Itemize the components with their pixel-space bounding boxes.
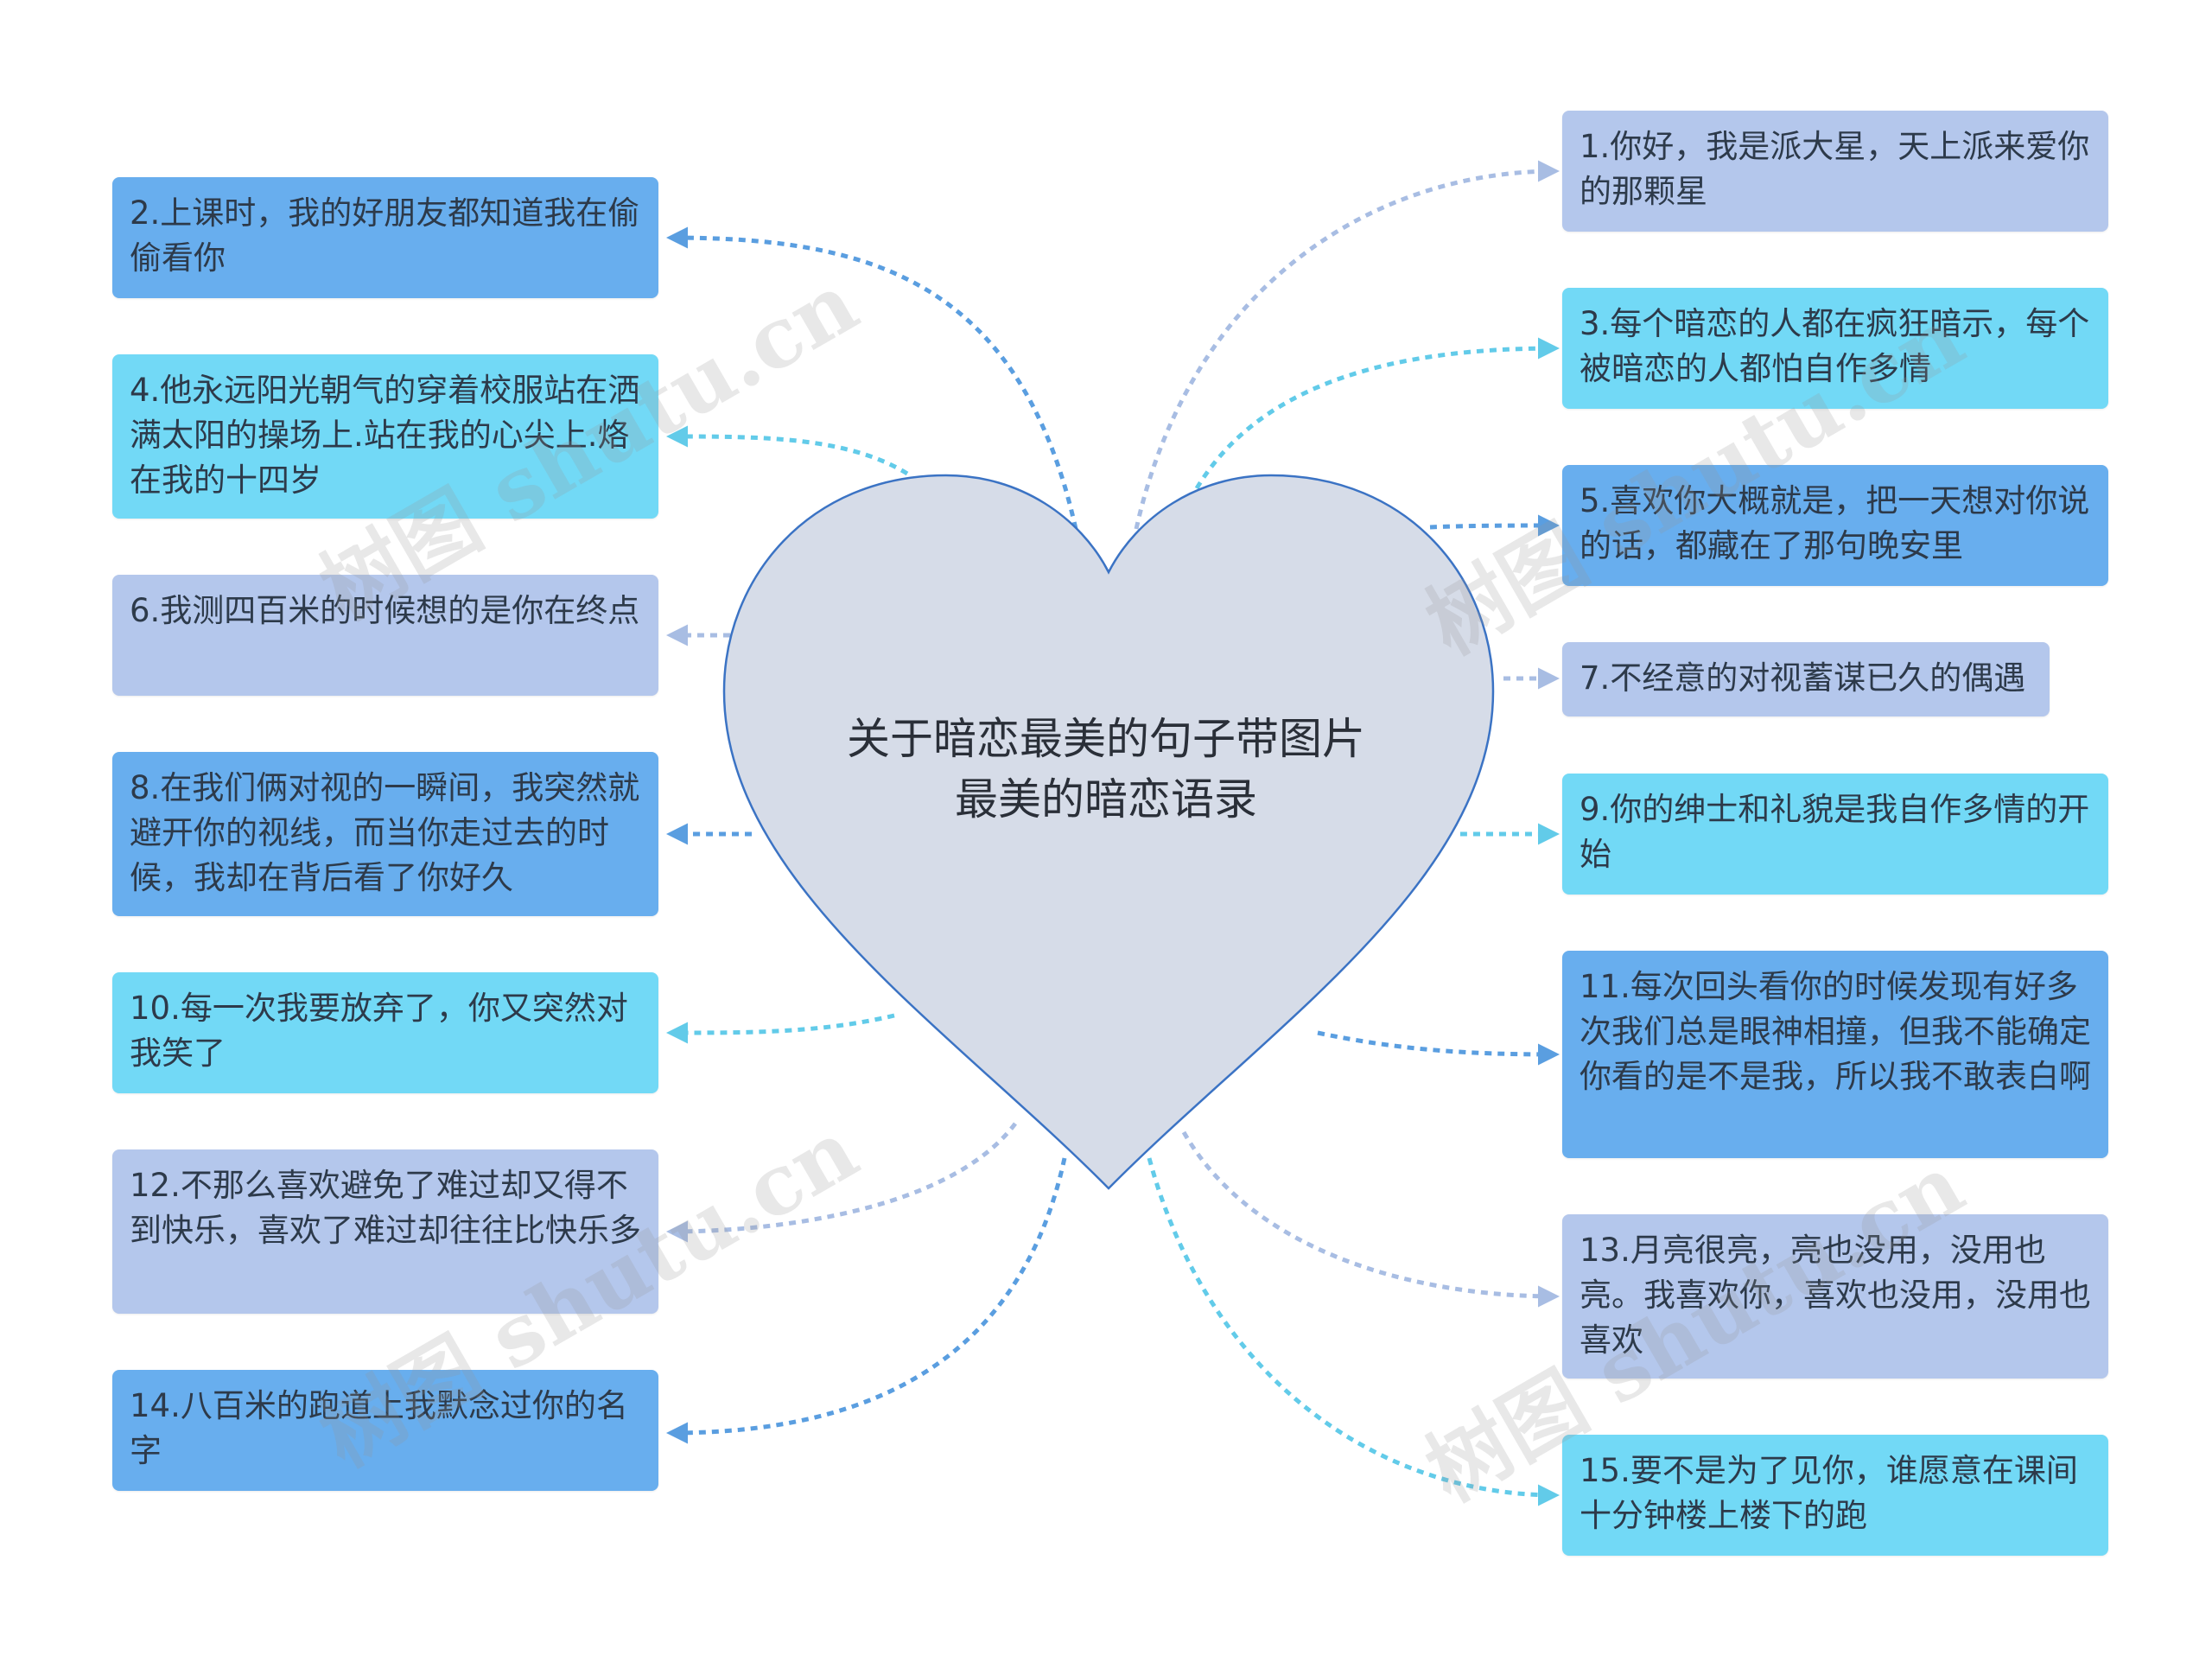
node-13[interactable]: 13.月亮很亮，亮也没用，没用也亮。我喜欢你，喜欢也没用，没用也喜欢 xyxy=(1562,1214,2108,1379)
node-11[interactable]: 11.每次回头看你的时候发现有好多次我们总是眼神相撞，但我不能确定你看的是不是我… xyxy=(1562,951,2108,1158)
connector-n15 xyxy=(1147,1157,1560,1506)
connector-n5 xyxy=(1429,514,1560,537)
node-14[interactable]: 14.八百米的跑道上我默念过你的名字 xyxy=(112,1370,658,1491)
connector-n13 xyxy=(1181,1130,1560,1308)
connector-n10 xyxy=(666,1013,895,1044)
node-1[interactable]: 1.你好，我是派大星，天上派来爱你的那颗星 xyxy=(1562,111,2108,232)
node-7[interactable]: 7.不经意的对视蓄谋已久的偶遇 xyxy=(1562,642,2050,716)
connector-n12 xyxy=(666,1122,1017,1243)
node-2[interactable]: 2.上课时，我的好朋友都知道我在偷偷看你 xyxy=(112,177,658,298)
connector-n1 xyxy=(1134,160,1560,530)
node-3[interactable]: 3.每个暗恋的人都在疯狂暗示，每个被暗恋的人都怕自作多情 xyxy=(1562,288,2108,409)
connector-n14 xyxy=(666,1157,1067,1444)
center-heart xyxy=(722,474,1495,1190)
node-6[interactable]: 6.我测四百米的时候想的是你在终点 xyxy=(112,575,658,696)
node-8[interactable]: 8.在我们俩对视的一瞬间，我突然就避开你的视线，而当你走过去的时候，我却在背后看… xyxy=(112,752,658,916)
connector-n11 xyxy=(1317,1030,1560,1066)
node-5[interactable]: 5.喜欢你大概就是，把一天想对你说的话，都藏在了那句晚安里 xyxy=(1562,465,2108,586)
node-10[interactable]: 10.每一次我要放弃了，你又突然对我笑了 xyxy=(112,972,658,1093)
node-4[interactable]: 4.他永远阳光朝气的穿着校服站在洒满太阳的操场上.站在我的心尖上.烙在我的十四岁 xyxy=(112,354,658,519)
connector-n3 xyxy=(1194,337,1560,490)
node-9[interactable]: 9.你的绅士和礼貌是我自作多情的开始 xyxy=(1562,774,2108,895)
center-topic: 关于暗恋最美的句子带图片最美的暗恋语录 xyxy=(847,714,1365,825)
node-12[interactable]: 12.不那么喜欢避免了难过却又得不到快乐，喜欢了难过却往往比快乐多 xyxy=(112,1149,658,1314)
node-15[interactable]: 15.要不是为了见你，谁愿意在课间十分钟楼上楼下的跑 xyxy=(1562,1435,2108,1556)
connector-n4 xyxy=(666,425,909,476)
